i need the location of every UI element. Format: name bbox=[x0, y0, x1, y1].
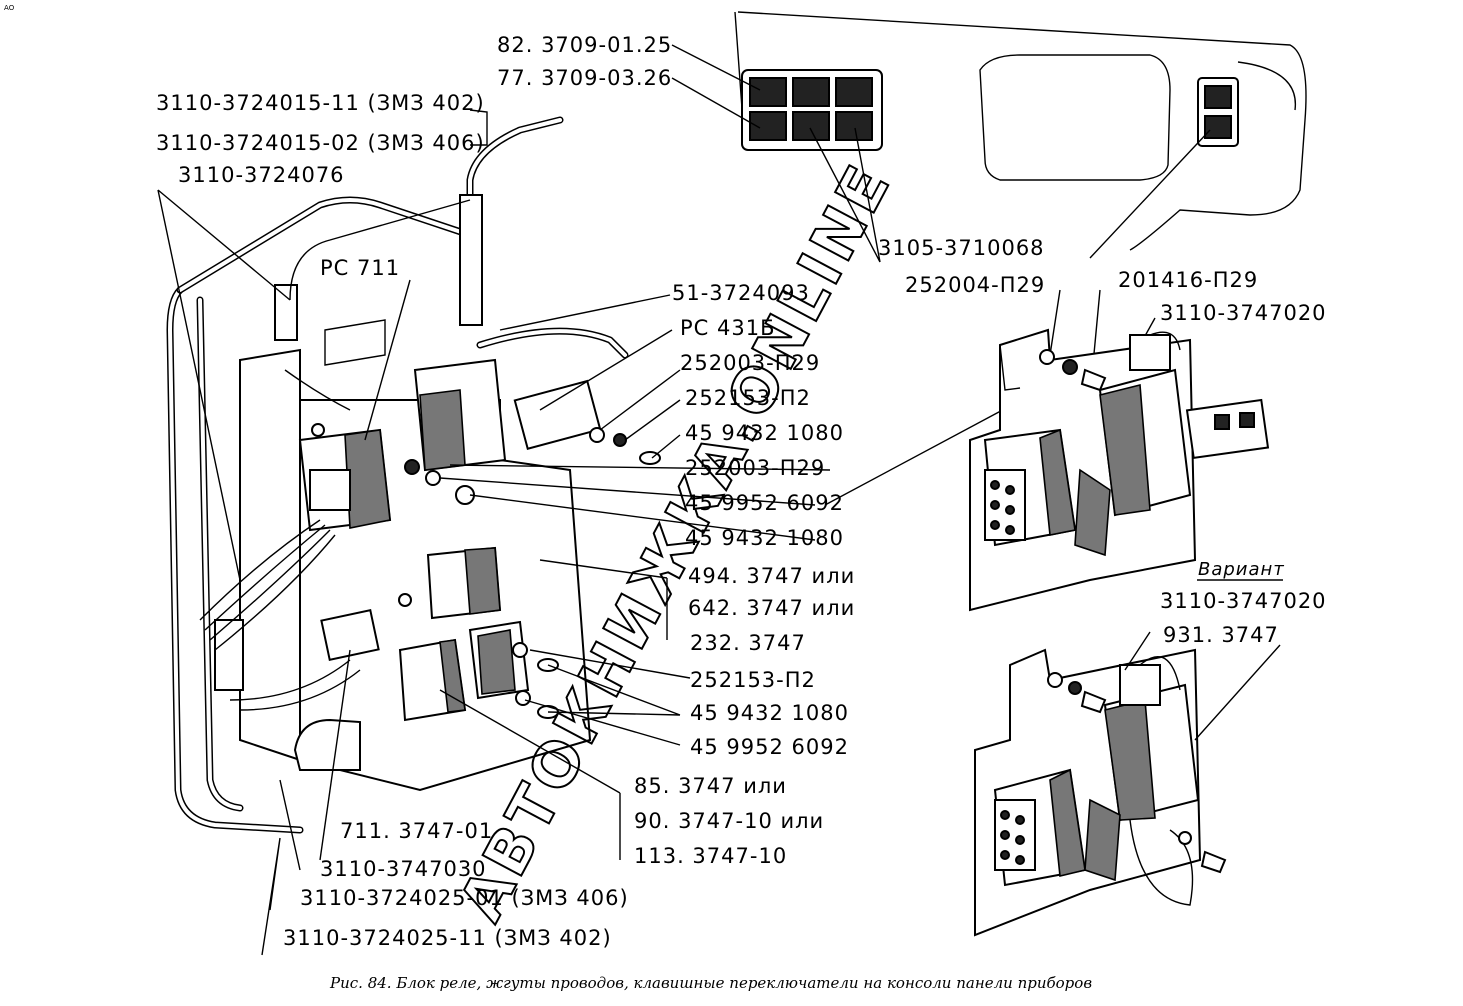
label-642-3747: 642. 3747 или bbox=[688, 596, 855, 620]
relay-lower-2 bbox=[398, 620, 530, 722]
label-85-3747: 85. 3747 или bbox=[634, 774, 787, 798]
label-3110-3724025-11: 3110-3724025-11 (ЗМЗ 402) bbox=[283, 926, 612, 950]
label-459432-a: 45 9432 1080 bbox=[685, 421, 844, 445]
relay-lower-1 bbox=[426, 546, 502, 620]
label-113-3747: 113. 3747-10 bbox=[634, 844, 787, 868]
label-3110-3747030: 3110-3747030 bbox=[320, 857, 487, 881]
label-3105-3710068: 3105-3710068 bbox=[878, 236, 1045, 260]
label-rs711: РС 711 bbox=[320, 256, 400, 280]
label-51-3724093: 51-3724093 bbox=[672, 281, 810, 305]
label-459432-b: 45 9432 1080 bbox=[685, 526, 844, 550]
relay-unit-main bbox=[969, 328, 1270, 612]
label-3110-3724076: 3110-3724076 bbox=[178, 163, 345, 187]
label-494-3747: 494. 3747 или bbox=[688, 564, 855, 588]
label-harness-402: 3110-3724015-11 (ЗМЗ 402) bbox=[156, 91, 485, 115]
label-459432-c: 45 9432 1080 bbox=[690, 701, 849, 725]
corner-mark: АО bbox=[4, 4, 15, 12]
label-77-3709: 77. 3709-03.26 bbox=[497, 66, 672, 90]
label-711-3747: 711. 3747-01 bbox=[340, 819, 493, 843]
label-rs431b: РС 431Б bbox=[680, 316, 776, 340]
label-232-3747: 232. 3747 bbox=[690, 631, 806, 655]
hazard-switch bbox=[1197, 77, 1239, 147]
console-panel-illustration bbox=[671, 11, 1307, 263]
label-3110-3747020-a: 3110-3747020 bbox=[1160, 301, 1327, 325]
label-252153-p2-b: 252153-П2 bbox=[690, 668, 816, 692]
relay-rs711 bbox=[298, 428, 392, 532]
label-252003-p29-a: 252003-П29 bbox=[680, 351, 820, 375]
label-82-3709: 82. 3709-01.25 bbox=[497, 33, 672, 57]
label-variant: Вариант bbox=[1198, 559, 1285, 580]
relay-rs431b bbox=[413, 358, 507, 472]
label-3110-3724025-01: 3110-3724025-01 (ЗМЗ 406) bbox=[300, 886, 629, 910]
label-3110-3747020-b: 3110-3747020 bbox=[1160, 589, 1327, 613]
label-459952-b: 45 9952 6092 bbox=[690, 735, 849, 759]
label-252153-p2-a: 252153-П2 bbox=[685, 386, 811, 410]
label-252003-p29-b: 252003-П29 bbox=[685, 456, 825, 480]
label-90-3747: 90. 3747-10 или bbox=[634, 809, 824, 833]
switch-block bbox=[741, 69, 883, 151]
label-harness-406: 3110-3724015-02 (ЗМЗ 406) bbox=[156, 131, 485, 155]
labels: 82. 3709-01.25 77. 3709-03.26 3110-37240… bbox=[156, 33, 1327, 950]
label-459952-a: 45 9952 6092 bbox=[685, 491, 844, 515]
relay-block-illustration bbox=[166, 116, 661, 834]
relay-unit-variant bbox=[974, 631, 1281, 937]
label-252004-p29: 252004-П29 bbox=[905, 273, 1045, 297]
figure-caption: Рис. 84. Блок реле, жгуты проводов, клав… bbox=[329, 974, 1092, 992]
label-201416-p29: 201416-П29 bbox=[1118, 268, 1258, 292]
label-931-3747: 931. 3747 bbox=[1163, 623, 1279, 647]
